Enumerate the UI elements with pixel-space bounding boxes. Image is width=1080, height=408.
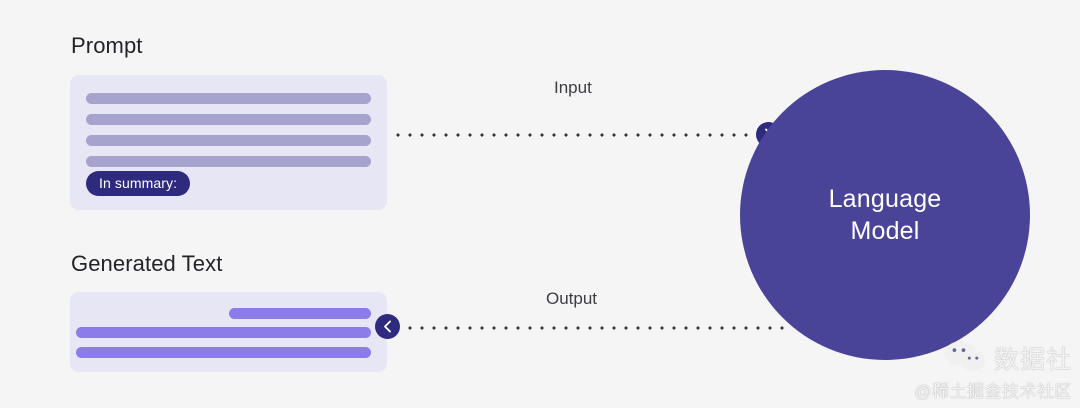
in-summary-pill: In summary: bbox=[86, 171, 191, 196]
prompt-text-line bbox=[86, 93, 371, 104]
watermark-account-name: 数据社 bbox=[993, 346, 1072, 374]
generated-text-card bbox=[70, 292, 387, 372]
generated-text-line bbox=[76, 347, 371, 358]
language-model-label: Language Model bbox=[828, 185, 942, 245]
chevron-left-icon bbox=[375, 314, 400, 339]
watermark: 数据社 @稀土掘金技术社区 bbox=[914, 340, 1072, 402]
generated-text-line bbox=[76, 327, 371, 338]
output-flow-label: Output bbox=[546, 289, 598, 308]
prompt-section-heading: Prompt bbox=[71, 33, 143, 58]
prompt-text-line bbox=[86, 156, 371, 167]
generated-text-section-heading: Generated Text bbox=[71, 251, 223, 276]
generated-text-line bbox=[229, 308, 371, 319]
prompt-card: In summary: bbox=[70, 75, 387, 210]
wechat-icon bbox=[944, 341, 986, 373]
prompt-text-line bbox=[86, 114, 371, 125]
watermark-top-row: 数据社 bbox=[943, 340, 1072, 376]
language-model-node: Language Model bbox=[740, 70, 1030, 360]
input-flow-label: Input bbox=[554, 78, 592, 97]
output-connector-line bbox=[392, 326, 784, 330]
input-connector-line bbox=[392, 133, 764, 137]
watermark-handle: @稀土掘金技术社区 bbox=[914, 382, 1072, 401]
prompt-text-line bbox=[86, 135, 371, 146]
